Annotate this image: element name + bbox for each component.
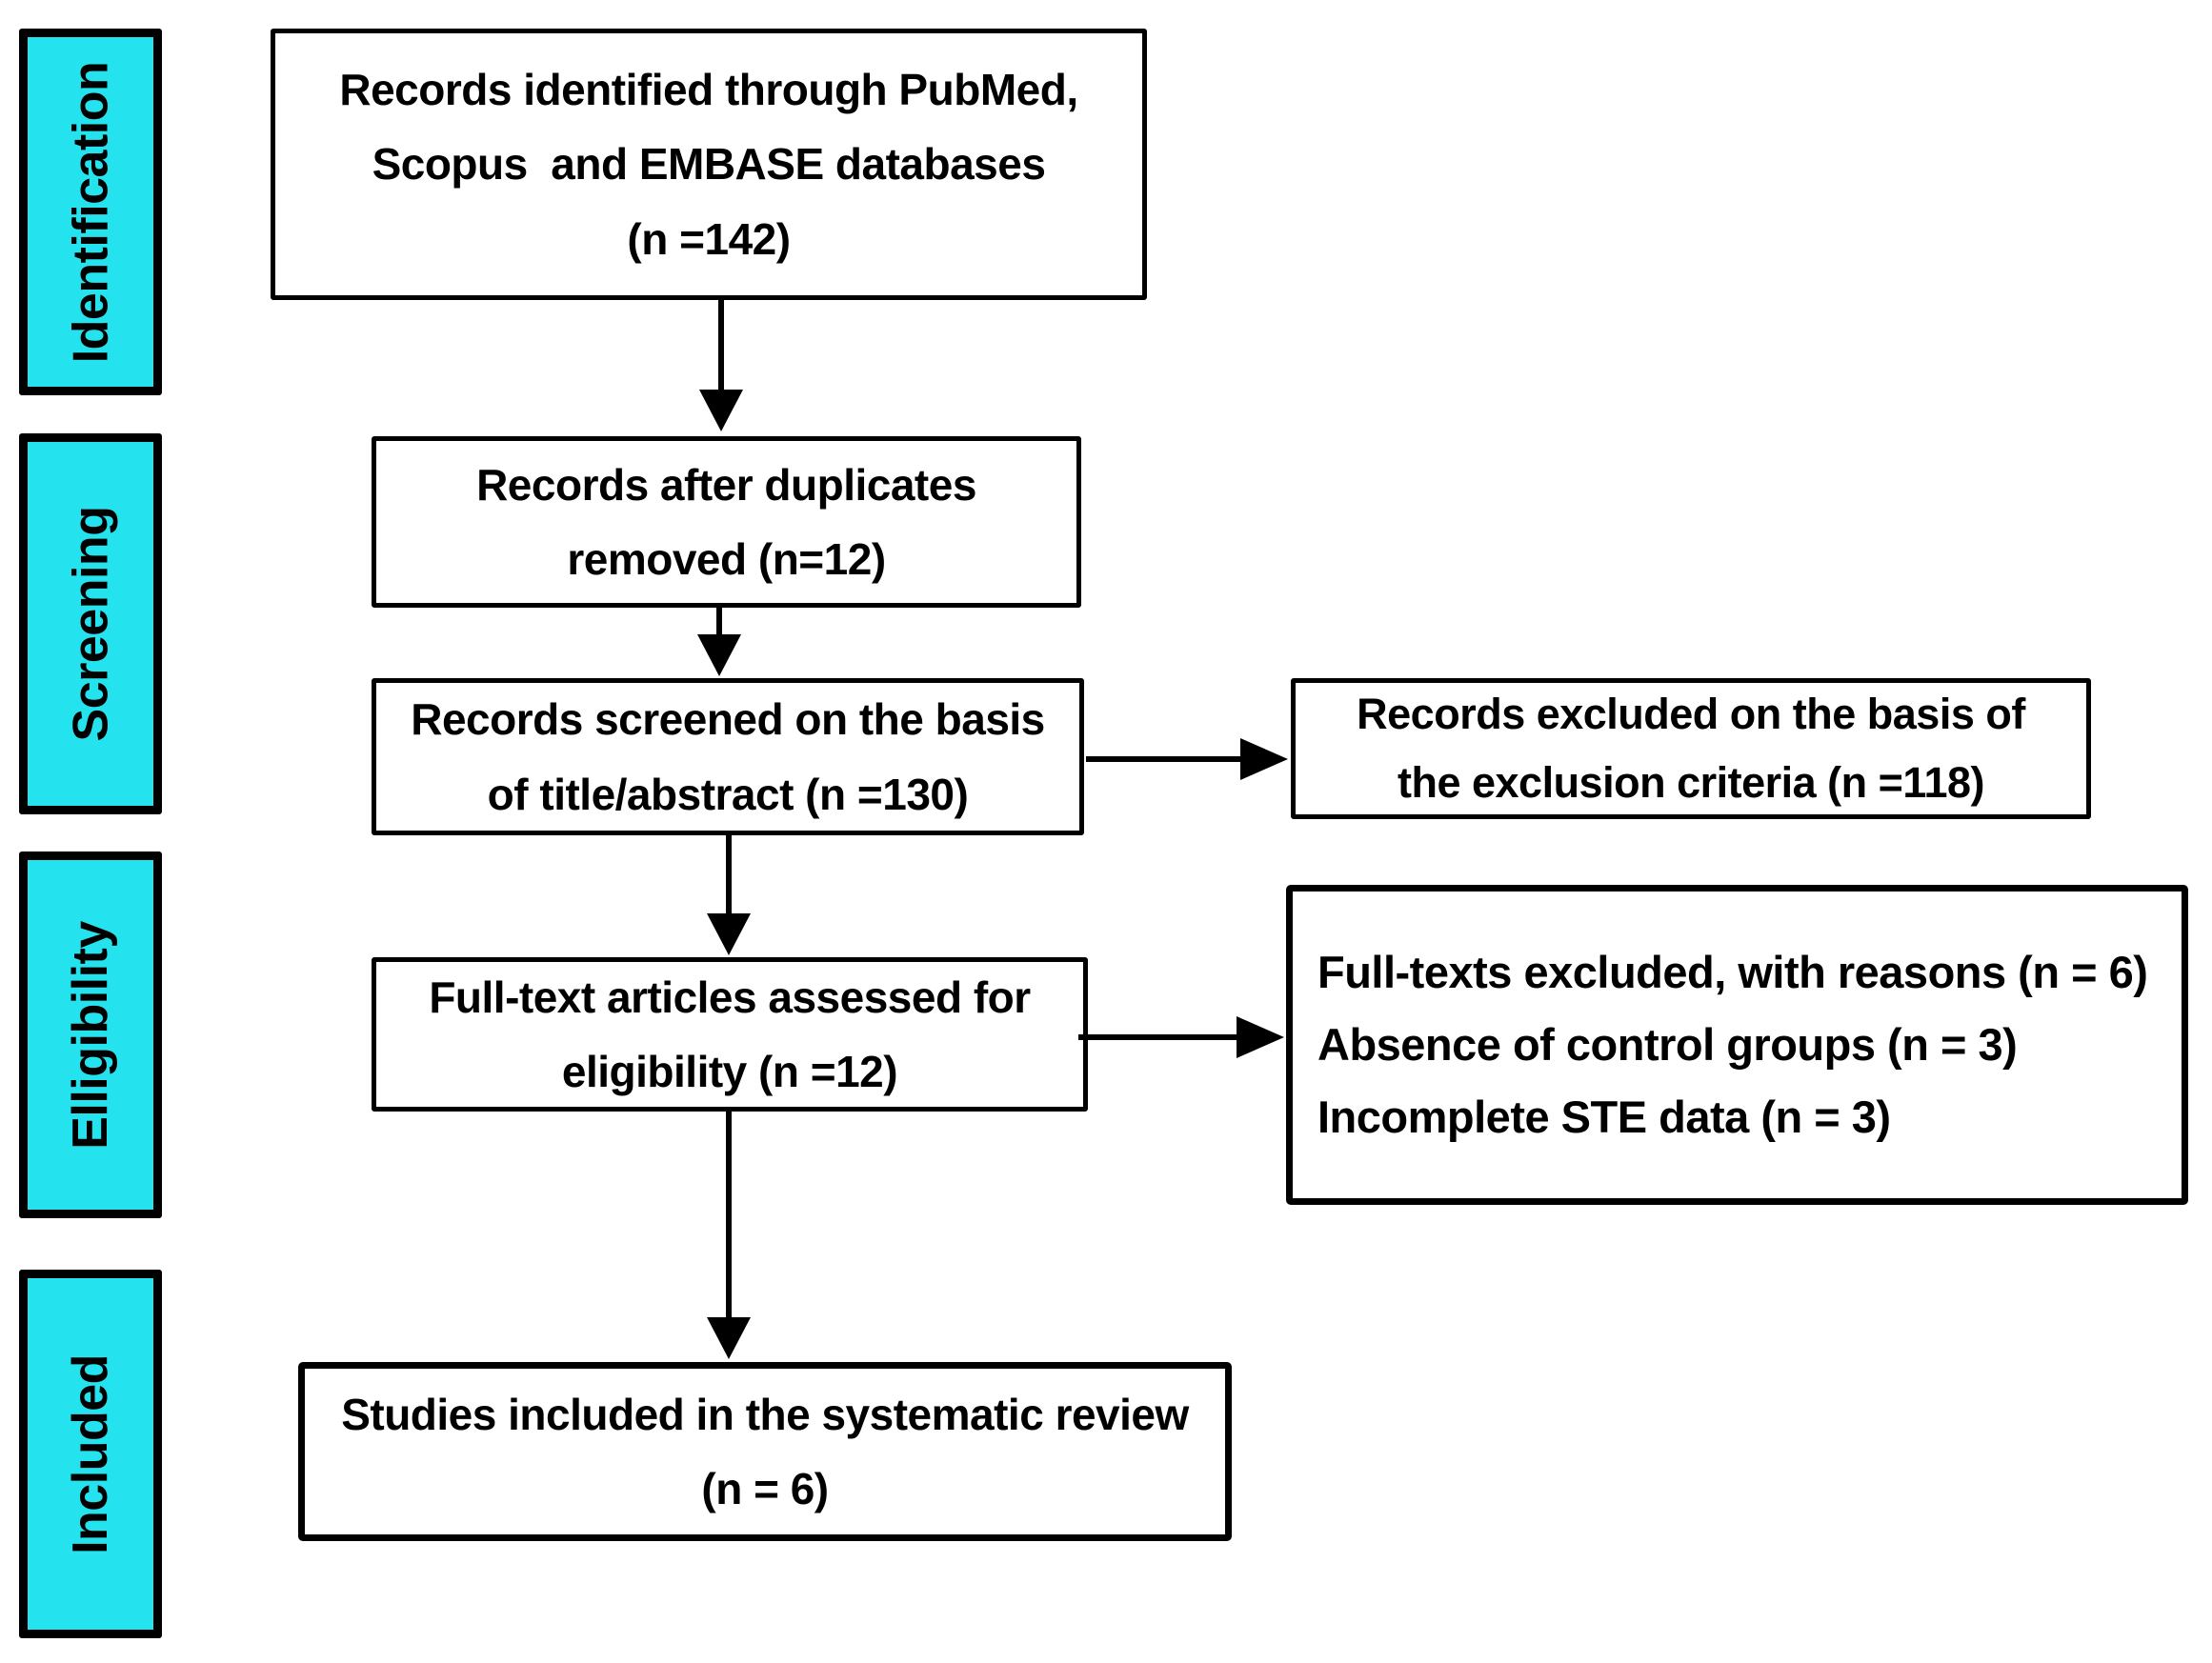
box-fulltext-excluded: Full-texts excluded, with reasons (n = 6…: [1286, 885, 2188, 1205]
arrow-fulltext-to-included: [707, 1110, 751, 1359]
arrowhead-down-icon: [707, 1317, 751, 1359]
box-text-line: Full-text articles assessed for: [429, 972, 1031, 1022]
arrow-fulltext-to-fulltext-excluded: [1078, 1016, 1284, 1058]
box-text-line: (n =142): [627, 213, 791, 264]
stage-label-screening: Screening: [63, 506, 119, 742]
box-records-identified: Records identified through PubMed, Scopu…: [271, 29, 1147, 300]
arrowhead-right-icon: [1240, 738, 1288, 780]
box-text-line: Full-texts excluded, with reasons (n = 6…: [1317, 946, 2148, 997]
box-duplicates-removed: Records after duplicates removed (n=12): [372, 436, 1081, 608]
box-text-line: the exclusion criteria (n =118): [1397, 758, 1985, 807]
box-text-line: Records identified through PubMed,: [339, 65, 1078, 115]
arrowhead-down-icon: [707, 913, 751, 955]
box-studies-included: Studies included in the systematic revie…: [298, 1362, 1232, 1541]
box-records-screened: Records screened on the basis of title/a…: [372, 678, 1084, 835]
box-text-line: of title/abstract (n =130): [487, 769, 969, 819]
stage-label-identification: Identification: [63, 61, 118, 363]
box-text-line: Scopus and EMBASE databases: [372, 139, 1046, 190]
arrowhead-down-icon: [697, 634, 741, 676]
arrowhead-down-icon: [699, 390, 743, 431]
box-text-line: (n = 6): [701, 1464, 829, 1513]
box-text-line: Records screened on the basis: [411, 694, 1045, 745]
box-text-line: Records after duplicates: [476, 459, 976, 510]
stage-box-included: Included: [19, 1270, 162, 1638]
stage-label-included: Included: [63, 1353, 119, 1554]
arrow-screened-to-fulltext: [707, 835, 751, 955]
box-records-excluded: Records excluded on the basis of the exc…: [1291, 678, 2091, 819]
arrow-identified-to-deduplicated: [699, 300, 743, 431]
box-text-line: Absence of control groups (n = 3): [1317, 1018, 2018, 1070]
box-text-line: eligibility (n =12): [561, 1047, 898, 1096]
arrow-screened-to-excluded: [1086, 738, 1288, 780]
stage-box-identification: Identification: [19, 29, 162, 395]
box-fulltext-assessed: Full-text articles assessed for eligibil…: [372, 957, 1088, 1112]
stage-box-screening: Screening: [19, 433, 162, 814]
arrowhead-right-icon: [1237, 1016, 1284, 1058]
box-text-line: Incomplete STE data (n = 3): [1317, 1092, 1891, 1143]
arrow-deduplicated-to-screened: [697, 608, 741, 676]
box-text-line: removed (n=12): [567, 534, 886, 584]
box-text-line: Studies included in the systematic revie…: [341, 1389, 1189, 1439]
stage-box-eligibility: Elligibility: [19, 852, 162, 1218]
box-text-line: Records excluded on the basis of: [1357, 690, 2025, 738]
stage-label-eligibility: Elligibility: [63, 920, 119, 1150]
